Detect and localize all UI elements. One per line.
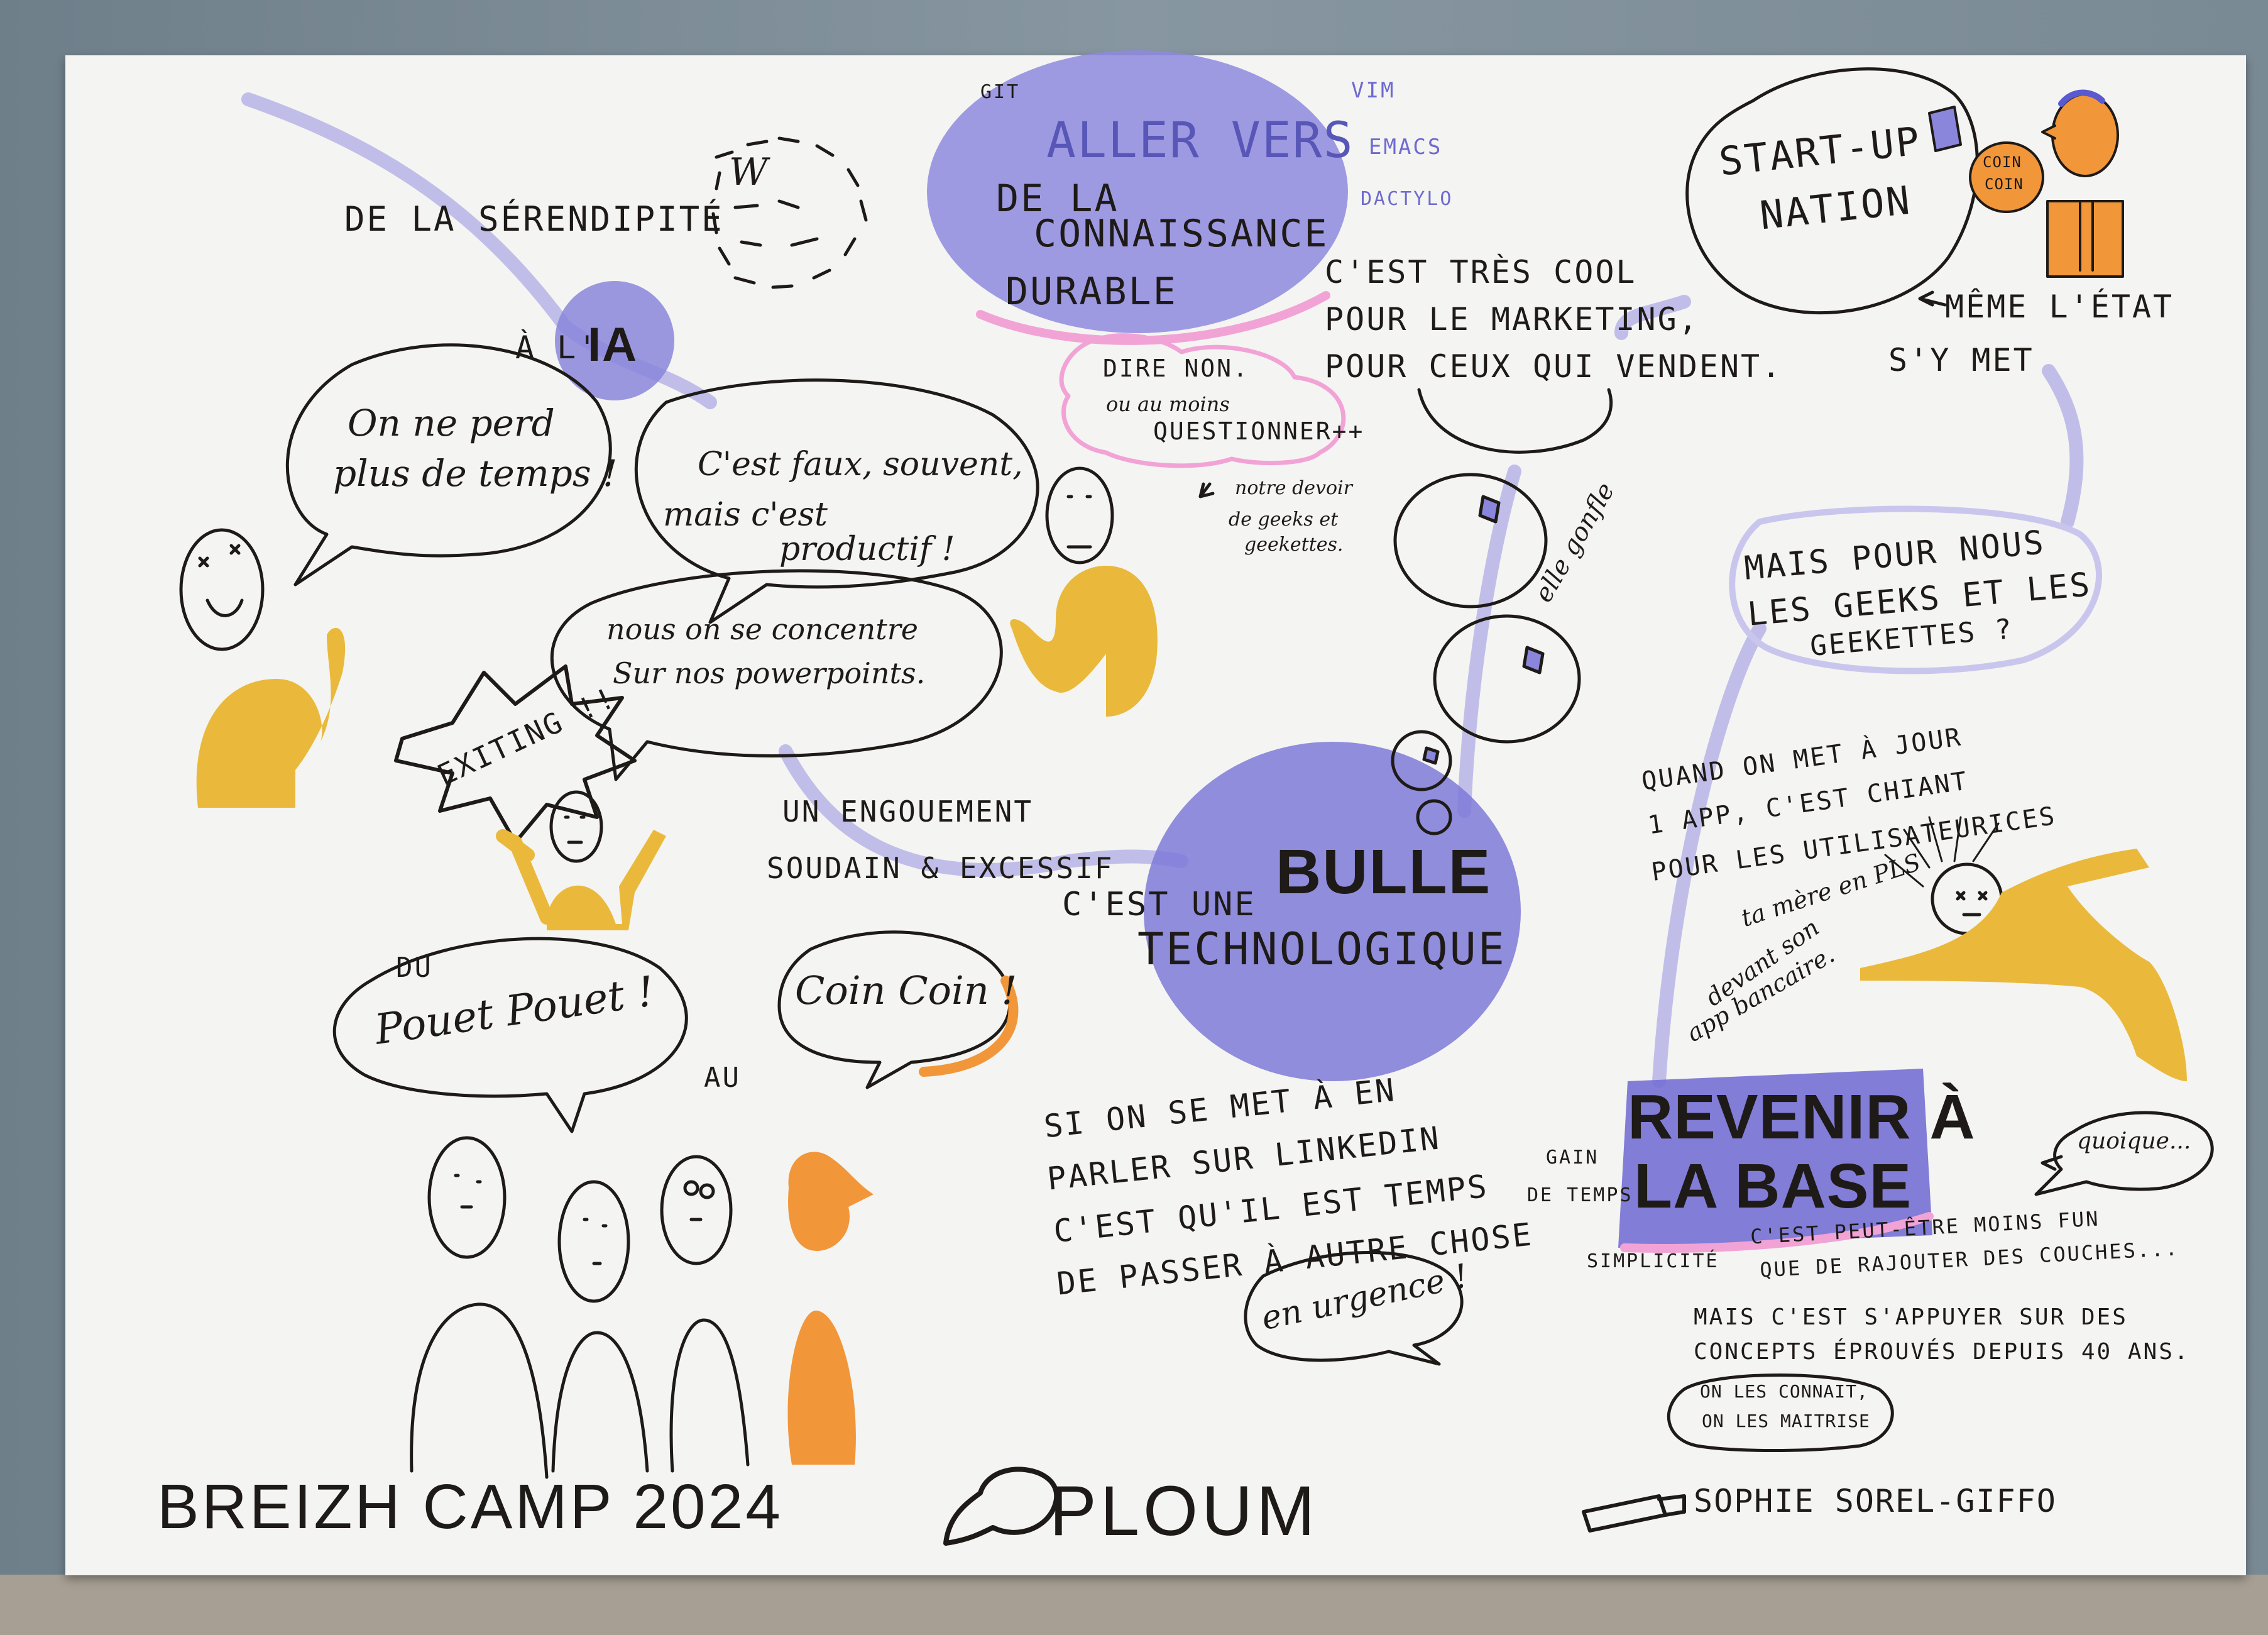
bubble-blob (1144, 742, 1521, 1081)
marker-icon (1582, 1494, 1686, 1533)
title-blob (927, 50, 1348, 333)
etat-line2: S'Y MET (1888, 342, 2034, 378)
geeks-question-outline (1729, 505, 2102, 674)
bubble-quoique-outline (2034, 1111, 2214, 1196)
ia-label: IA (588, 318, 638, 372)
bubble-known-outline (1667, 1374, 1894, 1452)
rising-bubbles (1391, 473, 1581, 835)
serendipity-text: DE LA SÉRENDIPITÉ (344, 199, 724, 239)
arrow-to-etat (1918, 290, 1947, 307)
devoir-line3: geekettes. (1244, 534, 1344, 556)
wiki-scribble (711, 136, 868, 289)
du-label: DU (396, 952, 433, 984)
bubble-false-outline (635, 378, 1039, 624)
bulle-main: BULLE (1276, 837, 1492, 907)
ia-prefix: À L' (515, 329, 599, 366)
gain-line1: GAIN (1546, 1147, 1599, 1169)
known-line1: ON LES CONNAIT, (1700, 1381, 1868, 1402)
bulle-sub: TECHNOLOGIQUE (1137, 923, 1506, 975)
title-line2: DE LA (996, 177, 1119, 221)
title-line3: CONNAISSANCE (1034, 212, 1329, 256)
cloud-dire-non (1059, 333, 1346, 468)
person-middle-arms-up (496, 790, 666, 930)
audience-group (410, 1136, 874, 1479)
etat-line1: MÊME L'ÉTAT (1945, 289, 2174, 325)
startup-circle (1685, 67, 1979, 315)
bubble-no-time-outline (285, 343, 612, 586)
coin-bubble (1969, 141, 2044, 213)
tool-vim: VIM (1351, 78, 1396, 103)
bubble-focus-line2: Sur nos powerpoints. (613, 656, 926, 690)
bubble-urgence-outline (1244, 1251, 1464, 1366)
bubble-false-line3: productif ! (779, 531, 955, 568)
person-right-skeptic (1010, 466, 1158, 717)
dire-non-line2: ou au moins (1106, 392, 1230, 416)
base-line2: LA BASE (1634, 1151, 1912, 1221)
bubble-no-time-line1: On ne perd (348, 402, 555, 444)
known-line2: ON LES MAITRISE (1702, 1411, 1870, 1431)
startup-flag-icon (1928, 106, 1962, 152)
arrow-devoir (1198, 482, 1215, 498)
marketing-line3: POUR CEUX QUI VENDENT. (1325, 348, 1783, 385)
footer-speaker: PLOUM (1049, 1472, 1319, 1550)
bubble-focus-outline (550, 569, 1003, 781)
bubble-coin-label: Coin Coin ! (795, 967, 1017, 1013)
title-line4: DURABLE (1005, 270, 1178, 314)
gain-line2: DE TEMPS (1527, 1184, 1633, 1206)
engouement-line1: UN ENGOUEMENT (782, 795, 1034, 829)
dire-non-line3: QUESTIONNER++ (1153, 417, 1365, 445)
tool-emacs: EMACS (1369, 135, 1443, 160)
devoir-line1: notre devoir (1235, 477, 1352, 499)
au-label: AU (704, 1062, 741, 1094)
simplicite-label: SIMPLICITÉ (1587, 1250, 1719, 1272)
footer-author: SOPHIE SOREL-GIFFO (1694, 1483, 2057, 1519)
engouement-line2: SOUDAIN & EXCESSIF (767, 851, 1114, 885)
tool-git: GIT (980, 81, 1021, 103)
bubble-no-time-line2: plus de temps ! (333, 452, 618, 495)
dire-non-line1: DIRE NON. (1103, 355, 1249, 382)
coin-bubble-line2: COIN (1985, 175, 2024, 193)
arrow-quoique (2041, 1155, 2063, 1171)
footer-event: BREIZH CAMP 2024 (157, 1472, 783, 1542)
exciting-star (394, 664, 637, 844)
bubble-quoique-label: quoique... (2077, 1128, 2191, 1154)
marketing-line2: POUR LE MARKETING, (1325, 301, 1699, 338)
speech-bubble-outlines (285, 333, 2214, 1452)
person-left-starry (179, 528, 346, 808)
concepts-line2: CONCEPTS ÉPROUVÉS DEPUIS 40 ANS. (1694, 1339, 2190, 1365)
ploum-bubble-icon (943, 1467, 1060, 1546)
concepts-line1: MAIS C'EST S'APPUYER SUR DES (1694, 1304, 2128, 1330)
bubble-coin-outline (777, 930, 1012, 1089)
marketing-arc (1417, 388, 1613, 454)
bubble-false-line2: mais c'est (663, 496, 828, 534)
wiki-letter: W (729, 150, 768, 194)
bubble-focus-line1: nous on se concentre (606, 612, 918, 646)
devoir-line2: de geeks et (1229, 509, 1339, 531)
base-line1: REVENIR À (1628, 1082, 1976, 1152)
ia-blob (555, 281, 674, 400)
ledge (0, 1575, 2268, 1635)
title-line1: ALLER VERS (1046, 113, 1354, 169)
bulle-prefix: C'EST UNE (1062, 886, 1256, 923)
person-fallen-pls (1860, 816, 2187, 1081)
tool-dactylo: DACTYLO (1361, 188, 1454, 210)
base-blob-pink-edge (1620, 1212, 1934, 1253)
coin-bubble-line1: COIN (1983, 153, 2022, 171)
base-blob (1618, 1069, 1932, 1248)
duck-person-top-right (2041, 89, 2124, 278)
marketing-line1: C'EST TRÈS COOL (1325, 254, 1637, 290)
bubble-pouet-outline (332, 937, 688, 1133)
bubble-false-line1: C'est faux, souvent, (698, 446, 1023, 483)
bubble-coin-shadow (919, 976, 1019, 1077)
